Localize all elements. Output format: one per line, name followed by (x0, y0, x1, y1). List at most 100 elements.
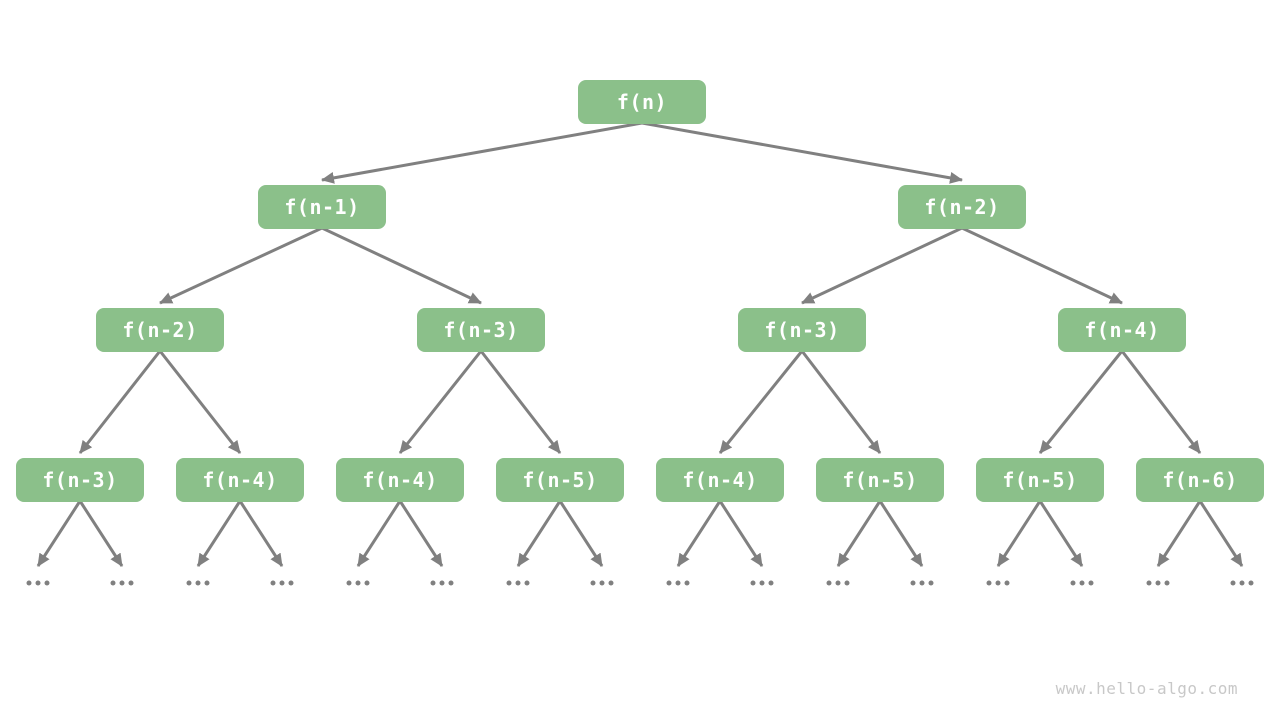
ellipsis (346, 580, 370, 586)
tree-edge (78, 350, 162, 454)
tree-edge (356, 500, 402, 567)
ellipsis-dot (186, 580, 192, 586)
tree-node: f(n-2) (898, 185, 1026, 229)
ellipsis-dot (1088, 580, 1094, 586)
ellipsis-dot (110, 580, 116, 586)
ellipsis-dot (1164, 580, 1170, 586)
ellipsis-dot (1146, 580, 1152, 586)
tree-edge (196, 500, 242, 567)
ellipsis (1146, 580, 1170, 586)
ellipsis-dot (524, 580, 530, 586)
tree-edge (1038, 500, 1084, 567)
ellipsis-dot (448, 580, 454, 586)
tree-node: f(n-4) (336, 458, 464, 502)
ellipsis-dot (666, 580, 672, 586)
ellipsis-dot (826, 580, 832, 586)
tree-edge (516, 500, 562, 567)
ellipsis (910, 580, 934, 586)
ellipsis-dot (608, 580, 614, 586)
ellipsis (1070, 580, 1094, 586)
ellipsis-dot (835, 580, 841, 586)
ellipsis-dot (599, 580, 605, 586)
ellipsis (430, 580, 454, 586)
ellipsis-dot (430, 580, 436, 586)
tree-edge (961, 226, 1123, 305)
tree-node: f(n-5) (976, 458, 1104, 502)
tree-edge (398, 350, 483, 454)
ellipsis (826, 580, 850, 586)
tree-edge (558, 500, 604, 567)
tree-edge (479, 350, 562, 454)
ellipsis-dot (919, 580, 925, 586)
tree-node: f(n-4) (1058, 308, 1186, 352)
ellipsis (26, 580, 50, 586)
tree-node: f(n-3) (738, 308, 866, 352)
tree-edge (996, 500, 1042, 567)
tree-edge (321, 226, 482, 305)
ellipsis-dot (928, 580, 934, 586)
tree-edge (36, 500, 82, 567)
tree-node: f(n-5) (496, 458, 624, 502)
ellipsis-dot (26, 580, 32, 586)
ellipsis-dot (759, 580, 765, 586)
tree-node: f(n-2) (96, 308, 224, 352)
ellipsis-dot (279, 580, 285, 586)
ellipsis (506, 580, 530, 586)
ellipsis-dot (910, 580, 916, 586)
tree-edge (398, 500, 444, 567)
tree-edge (800, 350, 882, 454)
ellipsis-dot (44, 580, 50, 586)
ellipsis (590, 580, 614, 586)
ellipsis (1230, 580, 1254, 586)
tree-edge (238, 500, 284, 567)
tree-node: f(n-4) (656, 458, 784, 502)
tree-edge (158, 350, 242, 454)
tree-node: f(n-3) (417, 308, 545, 352)
ellipsis-dot (355, 580, 361, 586)
ellipsis-dot (995, 580, 1001, 586)
tree-node: f(n-1) (258, 185, 386, 229)
ellipsis (270, 580, 294, 586)
ellipsis-dot (675, 580, 681, 586)
ellipsis-dot (515, 580, 521, 586)
ellipsis-dot (195, 580, 201, 586)
tree-node: f(n-3) (16, 458, 144, 502)
ellipsis-dot (1155, 580, 1161, 586)
ellipsis-dot (1070, 580, 1076, 586)
ellipsis-dot (768, 580, 774, 586)
ellipsis-dot (364, 580, 370, 586)
tree-edge (1038, 350, 1124, 454)
ellipsis (666, 580, 690, 586)
ellipsis-dot (986, 580, 992, 586)
ellipsis-dot (288, 580, 294, 586)
watermark: www.hello-algo.com (1055, 679, 1238, 698)
tree-node: f(n-5) (816, 458, 944, 502)
ellipsis-dot (1248, 580, 1254, 586)
ellipsis-dot (1004, 580, 1010, 586)
tree-node: f(n-6) (1136, 458, 1264, 502)
tree-edge (836, 500, 882, 567)
ellipsis-dot (684, 580, 690, 586)
tree-edge (321, 121, 643, 184)
tree-node: f(n-4) (176, 458, 304, 502)
ellipsis-dot (844, 580, 850, 586)
ellipsis-dot (750, 580, 756, 586)
ellipsis (110, 580, 134, 586)
ellipsis-dot (1079, 580, 1085, 586)
tree-edge (801, 226, 963, 305)
ellipsis-dot (506, 580, 512, 586)
ellipsis-dot (270, 580, 276, 586)
tree-edge (1156, 500, 1202, 567)
ellipsis-dot (204, 580, 210, 586)
ellipsis (186, 580, 210, 586)
ellipsis-dot (1239, 580, 1245, 586)
ellipsis (750, 580, 774, 586)
tree-edge (718, 350, 804, 454)
tree-node: f(n) (578, 80, 706, 124)
tree-edge (641, 121, 963, 184)
tree-edge (676, 500, 722, 567)
ellipsis-dot (439, 580, 445, 586)
ellipsis-dot (1230, 580, 1236, 586)
ellipsis-dot (590, 580, 596, 586)
